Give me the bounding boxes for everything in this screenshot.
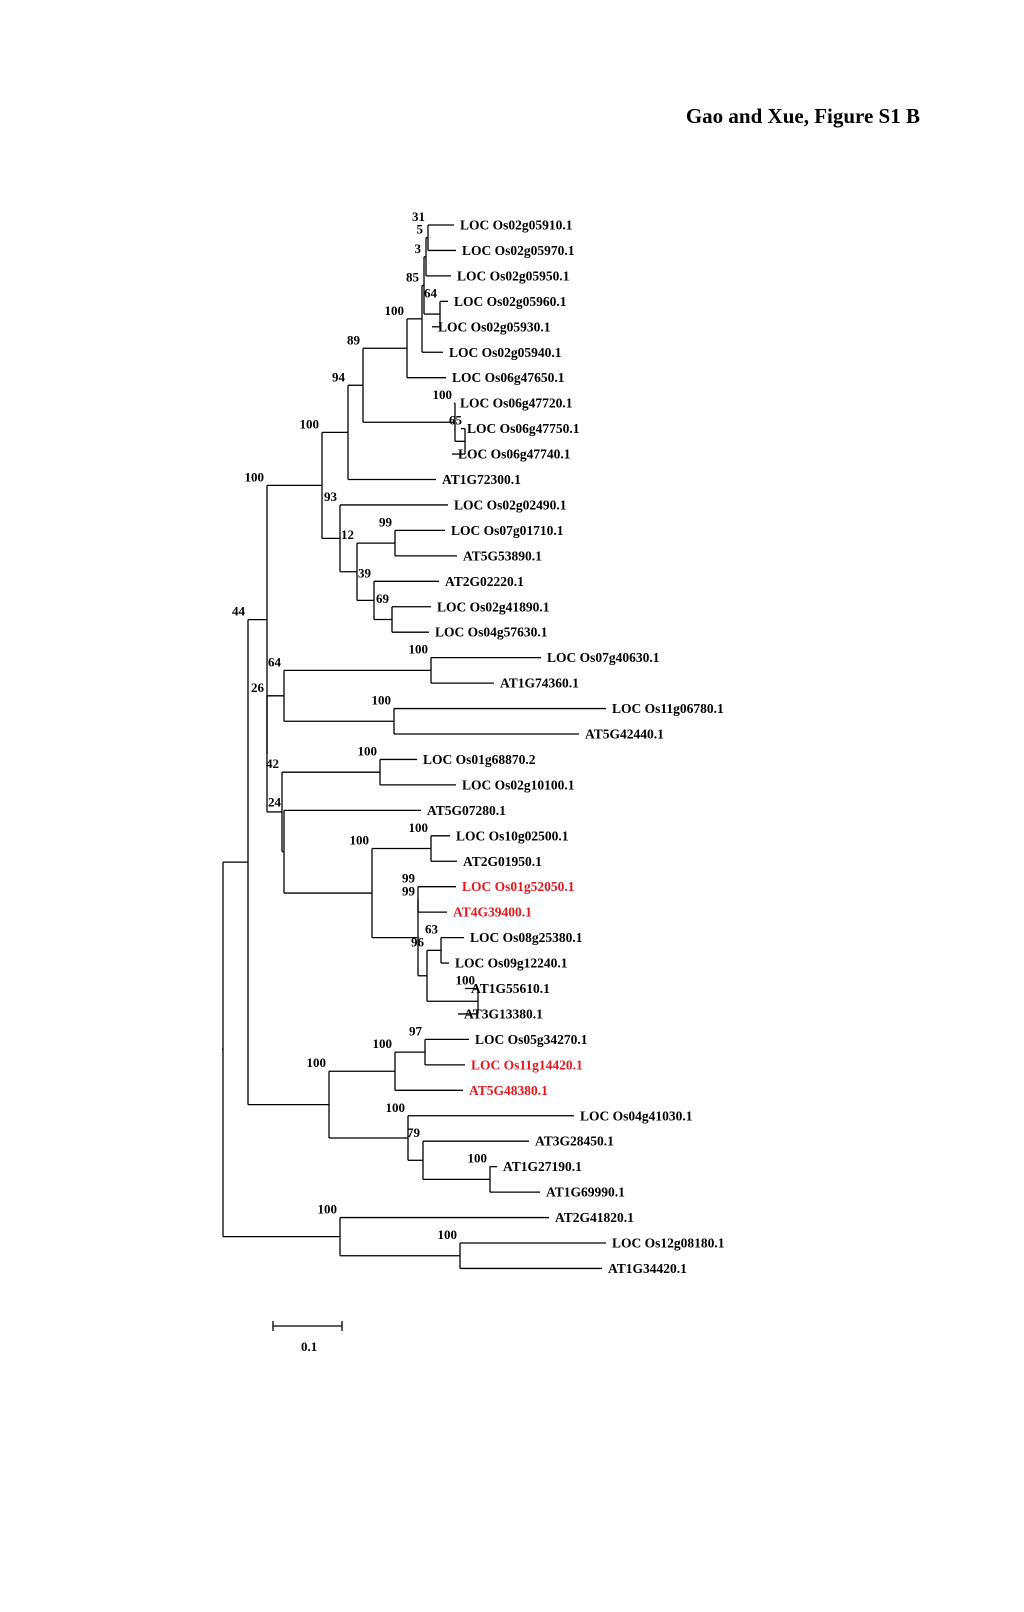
- leaf-label: LOC Os02g02490.1: [454, 497, 567, 512]
- support-value: 100: [358, 743, 378, 758]
- leaf-label: LOC Os04g57630.1: [435, 625, 548, 640]
- leaf-label: LOC Os01g68870.2: [423, 752, 536, 767]
- leaf-label: AT1G72300.1: [442, 472, 521, 487]
- support-value: 100: [350, 833, 370, 848]
- leaf-label: AT3G13380.1: [464, 1006, 543, 1021]
- leaf-label: AT2G01950.1: [463, 854, 542, 869]
- support-value: 100: [386, 1100, 406, 1115]
- leaf-label: LOC Os08g25380.1: [470, 930, 583, 945]
- scale-bar-label: 0.1: [301, 1339, 317, 1354]
- leaf-label: AT5G07280.1: [427, 803, 506, 818]
- support-value: 100: [456, 973, 476, 988]
- scale-bar: 0.1: [272, 1321, 343, 1354]
- leaf-label: AT5G48380.1: [469, 1083, 548, 1098]
- leaf-label: AT2G41820.1: [555, 1210, 634, 1225]
- support-value: 100: [318, 1202, 338, 1217]
- leaf-label: LOC Os02g05910.1: [460, 218, 573, 233]
- support-value: 99: [402, 871, 416, 886]
- figure-heading: Gao and Xue, Figure S1 B: [685, 104, 920, 128]
- support-value: 69: [376, 591, 390, 606]
- support-value: 99: [379, 514, 393, 529]
- support-value: 100: [409, 820, 429, 835]
- leaf-label: LOC Os05g34270.1: [475, 1032, 588, 1047]
- support-value: 24: [268, 794, 282, 809]
- support-value: 100: [409, 642, 429, 657]
- support-values: 315 64 3 85 100 65 100 89 94 99 69 39 12 93 100 100 100 6…: [232, 209, 487, 1242]
- leaf-label: AT1G69990.1: [546, 1185, 625, 1200]
- support-value: 100: [468, 1151, 488, 1166]
- leaf-label: LOC Os07g01710.1: [451, 523, 564, 538]
- leaf-label: LOC Os06g47720.1: [460, 396, 573, 411]
- leaf-label: LOC Os02g05930.1: [438, 319, 551, 334]
- support-value: 3: [415, 241, 422, 256]
- leaf-label: LOC Os01g52050.1: [462, 879, 575, 894]
- support-value: 100: [373, 1036, 393, 1051]
- support-value: 100: [372, 693, 392, 708]
- support-value: 100: [433, 387, 453, 402]
- leaf-label: AT3G28450.1: [535, 1134, 614, 1149]
- leaf-label: LOC Os12g08180.1: [612, 1236, 725, 1251]
- leaf-label: LOC Os02g05970.1: [462, 243, 575, 258]
- support-value: 100: [300, 416, 320, 431]
- support-value: 100: [385, 303, 405, 318]
- support-value: 96: [411, 934, 425, 949]
- support-value: 93: [324, 489, 338, 504]
- leaf-label: LOC Os09g12240.1: [455, 956, 568, 971]
- support-value: 100: [438, 1227, 458, 1242]
- support-value: 26: [251, 680, 265, 695]
- leaf-label: LOC Os06g47750.1: [467, 421, 580, 436]
- leaf-label: LOC Os06g47650.1: [452, 370, 565, 385]
- support-value: 94: [332, 369, 346, 384]
- support-value: 64: [424, 285, 438, 300]
- support-value: 31: [412, 209, 425, 224]
- leaf-label: LOC Os02g05960.1: [454, 294, 567, 309]
- support-value: 5: [417, 222, 424, 237]
- leaf-label: AT1G74360.1: [500, 676, 579, 691]
- leaf-label: LOC Os11g06780.1: [612, 701, 724, 716]
- support-value: 89: [347, 332, 361, 347]
- leaf-label: LOC Os02g10100.1: [462, 777, 575, 792]
- support-value: 100: [245, 469, 265, 484]
- support-value: 65: [449, 413, 463, 428]
- leaf-label: AT1G55610.1: [471, 981, 550, 996]
- support-value: 79: [407, 1125, 421, 1140]
- support-value: 63: [425, 922, 439, 937]
- support-value: 42: [266, 756, 279, 771]
- leaf-label: AT1G27190.1: [503, 1159, 582, 1174]
- support-value: 99: [402, 883, 416, 898]
- support-value: 12: [341, 527, 354, 542]
- leaf-label: LOC Os11g14420.1: [471, 1057, 583, 1072]
- support-value: 64: [268, 654, 282, 669]
- leaf-label: AT5G42440.1: [585, 727, 664, 742]
- leaf-label: LOC Os02g05950.1: [457, 268, 570, 283]
- leaf-label: LOC Os04g41030.1: [580, 1108, 693, 1123]
- tree-branches: [222, 224, 606, 1270]
- support-value: 100: [307, 1055, 327, 1070]
- leaf-label: LOC Os02g41890.1: [437, 599, 550, 614]
- support-value: 39: [358, 565, 372, 580]
- leaf-label: AT2G02220.1: [445, 574, 524, 589]
- support-value: 85: [406, 269, 420, 284]
- leaf-label: LOC Os06g47740.1: [458, 447, 571, 462]
- support-value: 44: [232, 604, 246, 619]
- support-value: 97: [409, 1023, 423, 1038]
- leaf-label: AT1G34420.1: [608, 1261, 687, 1276]
- leaf-label: AT5G53890.1: [463, 548, 542, 563]
- leaf-label: LOC Os07g40630.1: [547, 650, 660, 665]
- leaf-label: AT4G39400.1: [453, 905, 532, 920]
- leaf-label: LOC Os10g02500.1: [456, 828, 569, 843]
- leaf-label: LOC Os02g05940.1: [449, 345, 562, 360]
